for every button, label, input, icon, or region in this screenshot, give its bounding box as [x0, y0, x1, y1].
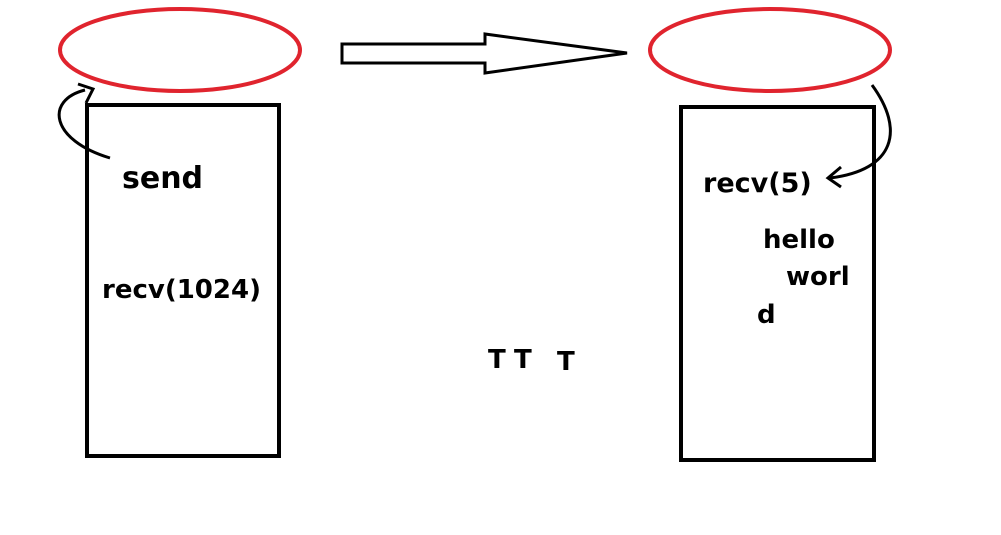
right-recv-arrowhead	[825, 165, 842, 189]
middle-t1: T	[488, 345, 506, 375]
middle-t2: T	[514, 345, 532, 375]
left-send-arrow	[57, 88, 111, 160]
right-recv-label: recv(5)	[703, 168, 812, 199]
right-data-line2: worl	[786, 262, 850, 292]
left-recv-label: recv(1024)	[102, 275, 261, 305]
right-data-line3: d	[757, 300, 776, 330]
transfer-arrow	[340, 32, 628, 75]
left-buffer-ellipse	[58, 7, 302, 93]
right-data-line1: hello	[763, 225, 835, 255]
left-process-box	[85, 103, 281, 458]
middle-t3: T	[557, 347, 575, 377]
right-buffer-ellipse	[648, 7, 892, 93]
left-send-label: send	[122, 161, 203, 196]
right-process-box	[679, 105, 876, 462]
right-recv-arrow	[829, 84, 892, 180]
left-send-arrowhead	[77, 82, 96, 104]
